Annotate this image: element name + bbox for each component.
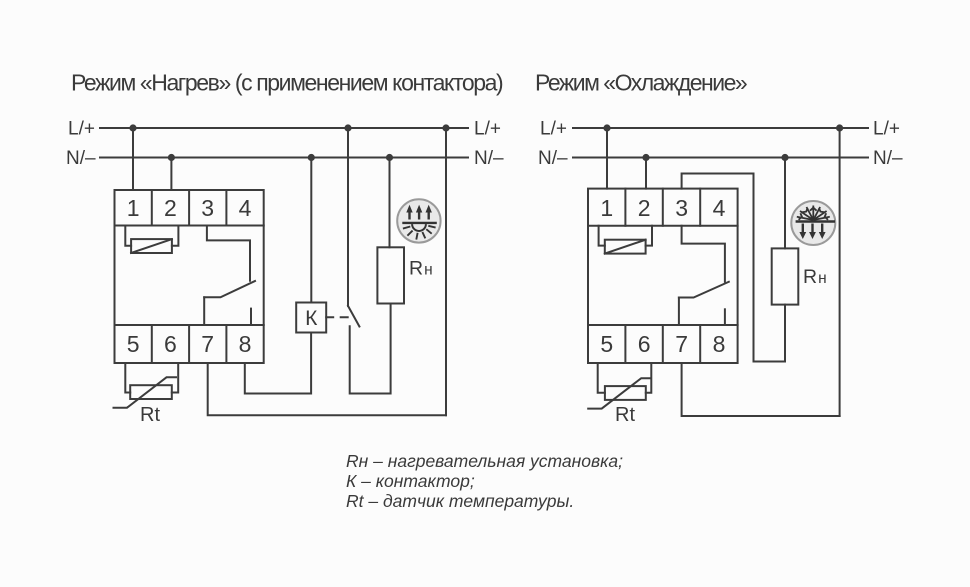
svg-text:2: 2: [164, 195, 177, 221]
svg-text:1: 1: [600, 195, 613, 221]
svg-text:3: 3: [675, 195, 688, 221]
svg-text:Режим «Охлаждение»: Режим «Охлаждение»: [535, 70, 747, 96]
svg-text:Rн – нагревательная установка;: Rн – нагревательная установка;: [346, 451, 623, 471]
svg-text:5: 5: [600, 331, 613, 357]
svg-text:Rt: Rt: [615, 404, 635, 426]
svg-text:Rt – датчик температуры.: Rt – датчик температуры.: [346, 491, 574, 511]
svg-text:N/–: N/–: [538, 148, 568, 169]
svg-text:Rн: Rн: [803, 266, 828, 288]
svg-text:L/+: L/+: [873, 119, 900, 140]
svg-text:8: 8: [713, 331, 726, 357]
svg-text:N/–: N/–: [873, 148, 903, 169]
svg-text:4: 4: [713, 195, 726, 221]
svg-text:Rн: Rн: [409, 258, 434, 280]
svg-text:1: 1: [127, 195, 140, 221]
svg-text:7: 7: [675, 331, 688, 357]
svg-text:6: 6: [638, 331, 651, 357]
svg-text:5: 5: [127, 331, 140, 357]
svg-text:6: 6: [164, 331, 177, 357]
svg-text:N/–: N/–: [66, 148, 96, 169]
svg-text:Rt: Rt: [140, 404, 160, 426]
svg-text:Режим «Нагрев» (с применением: Режим «Нагрев» (с применением контактора…: [71, 70, 503, 96]
svg-text:К: К: [305, 307, 318, 330]
svg-text:4: 4: [239, 195, 252, 221]
svg-text:L/+: L/+: [540, 119, 567, 140]
svg-text:8: 8: [239, 331, 252, 357]
svg-text:К – контактор;: К – контактор;: [346, 471, 475, 491]
svg-text:L/+: L/+: [474, 119, 501, 140]
svg-text:N/–: N/–: [474, 148, 504, 169]
svg-text:7: 7: [201, 331, 214, 357]
svg-text:3: 3: [201, 195, 214, 221]
svg-text:2: 2: [638, 195, 651, 221]
svg-text:L/+: L/+: [68, 119, 95, 140]
